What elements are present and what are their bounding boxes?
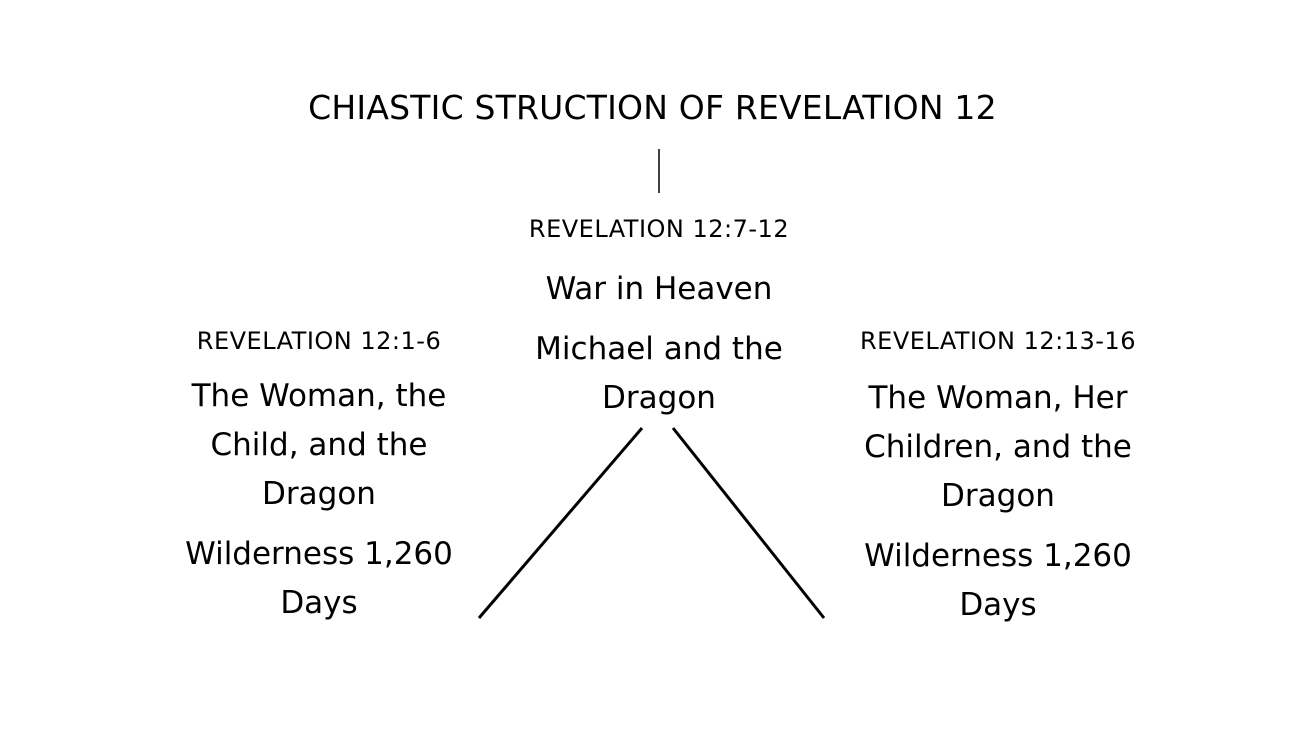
left-heading: The Woman, the Child, and the Dragon <box>191 378 447 512</box>
right-detail: Wilderness 1,260 Days <box>864 538 1132 623</box>
right-reference: REVELATION 12:13-16 <box>860 327 1136 355</box>
left-diagonal-line <box>477 427 644 619</box>
left-detail: Wilderness 1,260 Days <box>185 536 453 621</box>
center-reference: REVELATION 12:7-12 <box>528 215 790 243</box>
right-section: REVELATION 12:13-16 The Woman, Her Child… <box>838 325 1158 630</box>
center-heading: War in Heaven <box>545 271 773 307</box>
diagram-title: CHIASTIC STRUCTION OF REVELATION 12 <box>308 88 997 127</box>
left-section: REVELATION 12:1-6 The Woman, the Child, … <box>159 325 479 628</box>
right-diagonal-line <box>671 427 826 619</box>
center-section: REVELATION 12:7-12 War in Heaven Michael… <box>498 213 820 423</box>
left-reference: REVELATION 12:1-6 <box>196 327 442 355</box>
right-heading: The Woman, Her Children, and the Dragon <box>864 380 1132 514</box>
center-subheading: Michael and the Dragon <box>535 331 783 416</box>
